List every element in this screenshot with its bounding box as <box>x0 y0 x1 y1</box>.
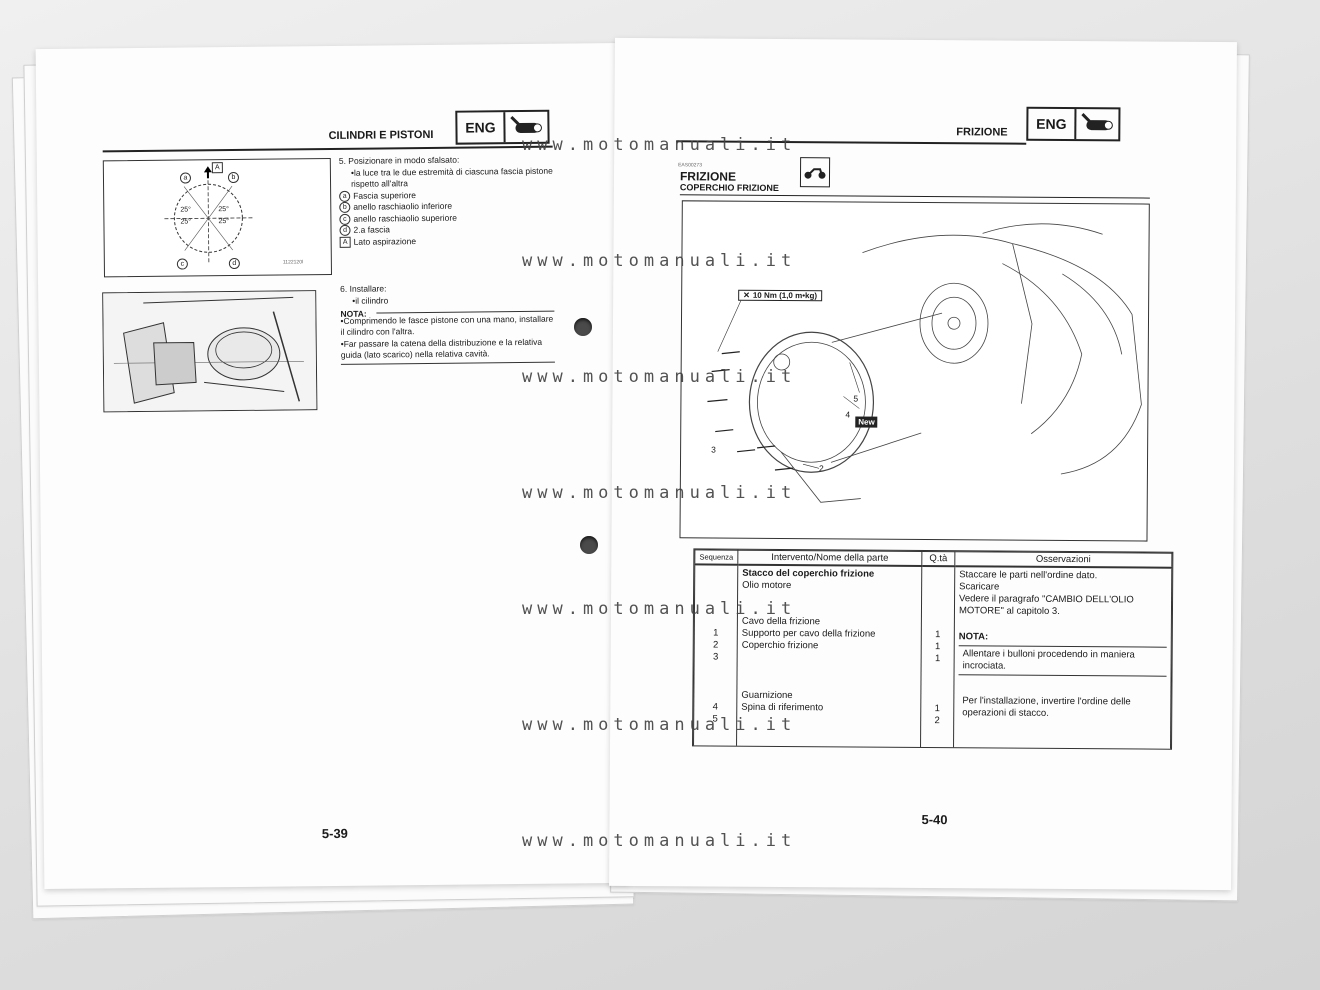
remarks-nota-text: Allentare i bulloni procedendo in manier… <box>962 648 1135 672</box>
right-manual-page: FRIZIONE ENG EAS00273 FRIZIONE COPERCHIO… <box>609 37 1237 891</box>
wrench-icon: ✕ <box>743 290 750 300</box>
piston-ring-gap-figure: a b c d A 25° 25° 25° 25° 1122120I <box>102 158 332 278</box>
angle-label-3: 25° <box>180 218 192 226</box>
exploded-view-drawing <box>707 223 1142 503</box>
part-name: Olio motore <box>742 579 792 592</box>
legend-mark: d <box>339 225 351 237</box>
legend-mark: b <box>339 202 351 214</box>
punch-hole <box>574 318 592 336</box>
torque-value: 10 Nm (1,0 m•kg) <box>752 290 818 301</box>
remarks-install: Per l'installazione, invertire l'ordine … <box>962 695 1131 719</box>
left-eng-badge: ENG <box>455 109 550 145</box>
callout-5: 5 <box>853 393 859 404</box>
ring-label-d: d <box>228 257 240 270</box>
legend-text: Lato aspirazione <box>353 235 417 247</box>
nota-line-1: •Comprimendo le fasce pistone con una ma… <box>340 313 554 337</box>
ring-label-c: c <box>176 258 188 270</box>
clutch-cover-subheading: COPERCHIO FRIZIONE <box>679 182 779 193</box>
engine-icon <box>505 112 547 142</box>
part-name: Spina di riferimento <box>741 701 824 714</box>
cylinder-install-figure <box>102 290 318 413</box>
watermark-text: www.motomanuali.it <box>522 483 797 503</box>
qty-value: 2 <box>934 715 940 727</box>
ring-label-b: b <box>227 171 240 184</box>
part-name: Coperchio frizione <box>741 639 819 652</box>
clutch-cover-exploded-diagram: ✕ 10 Nm (1,0 m•kg) 5 4 3 2 New <box>679 200 1150 542</box>
figure-code: 1122120I <box>282 259 304 266</box>
angle-label-4: 25° <box>218 218 230 226</box>
qty-cell: 1 1 1 1 2 <box>920 565 955 748</box>
watermark-text: www.motomanuali.it <box>522 715 797 735</box>
right-page-number: 5-40 <box>921 811 948 828</box>
ring-label-a: a <box>179 172 192 184</box>
legend-mark: c <box>339 213 351 225</box>
angle-label-2: 25° <box>218 206 229 214</box>
qty-value: 1 <box>935 641 941 653</box>
legend-text: anello raschiaolio inferiore <box>353 200 453 212</box>
left-section-title: CILINDRI E PISTONI <box>328 128 434 143</box>
step-6-block: 6. Installare: •il cilindro NOTA: •Compr… <box>340 282 555 367</box>
step-5-bullet: •la luce tra le due estremità di ciascun… <box>350 165 553 189</box>
remarks-nota-label: NOTA: <box>958 631 989 643</box>
new-part-badge: New <box>855 416 878 428</box>
legend-mark: a <box>339 190 351 202</box>
nota-line-2: •Far passare la catena della distribuzio… <box>340 336 543 360</box>
step-6-bullet: •il cilindro <box>352 294 389 306</box>
ring-label-box-a: A <box>211 162 223 174</box>
callout-3: 3 <box>711 444 716 455</box>
callout-4: 4 <box>845 409 851 420</box>
angle-label-1: 25° <box>180 206 191 214</box>
qty-value: 1 <box>934 653 941 665</box>
watermark-text: www.motomanuali.it <box>522 135 797 155</box>
nota-rule-bottom <box>340 361 555 365</box>
col-remarks: Osservazioni <box>954 551 1172 568</box>
left-manual-page: CILINDRI E PISTONI ENG a b c d A 25° 25°… <box>35 42 630 890</box>
qty-value: 1 <box>934 703 940 715</box>
remarks-nota-rule <box>958 645 1167 648</box>
engine-icon <box>1076 109 1118 139</box>
remarks-cell: Staccare le parti nell'ordine dato. Scar… <box>953 566 1172 749</box>
col-part-name: Intervento/Nome della parte <box>737 550 922 566</box>
right-section-title: FRIZIONE <box>956 126 1008 139</box>
col-qty: Q.tà <box>921 551 955 567</box>
seq-value: 2 <box>713 639 719 651</box>
seq-value: 1 <box>713 627 719 639</box>
punch-hole <box>580 536 598 554</box>
section-code: EAS00273 <box>678 162 703 169</box>
seq-value: 4 <box>712 701 718 713</box>
torque-spec-label: ✕ 10 Nm (1,0 m•kg) <box>738 289 823 302</box>
callout-2: 2 <box>818 463 824 474</box>
seq-value: 3 <box>712 651 719 663</box>
watermark-text: www.motomanuali.it <box>522 251 797 271</box>
remarks-ref: Vedere il paragrafo "CAMBIO DELL'OLIO MO… <box>958 593 1134 617</box>
eng-label: ENG <box>1028 108 1077 140</box>
qty-value: 1 <box>935 629 941 641</box>
legend-text: Fascia superiore <box>353 189 417 201</box>
left-header-rule <box>102 145 553 153</box>
eng-label: ENG <box>457 112 506 143</box>
left-page-number: 5-39 <box>321 825 348 842</box>
ring-gap-diagram <box>164 166 253 265</box>
watermark-text: www.motomanuali.it <box>522 599 797 619</box>
watermark-text: www.motomanuali.it <box>522 831 797 851</box>
heading-rule <box>679 194 1150 199</box>
watermark-text: www.motomanuali.it <box>522 367 797 387</box>
legend-text: 2.a fascia <box>353 224 390 235</box>
step-5-block: 5. Posizionare in modo sfalsato: •la luc… <box>339 154 570 248</box>
cylinder-install-drawing <box>103 291 317 412</box>
right-eng-badge: ENG <box>1026 106 1121 142</box>
remarks-nota-rule-bottom <box>958 674 1167 677</box>
motorcycle-icon <box>799 157 831 188</box>
col-sequence: Sequenza <box>694 549 738 565</box>
legend-text: anello raschiaolio superiore <box>353 212 457 224</box>
legend-mark: A <box>339 236 351 248</box>
